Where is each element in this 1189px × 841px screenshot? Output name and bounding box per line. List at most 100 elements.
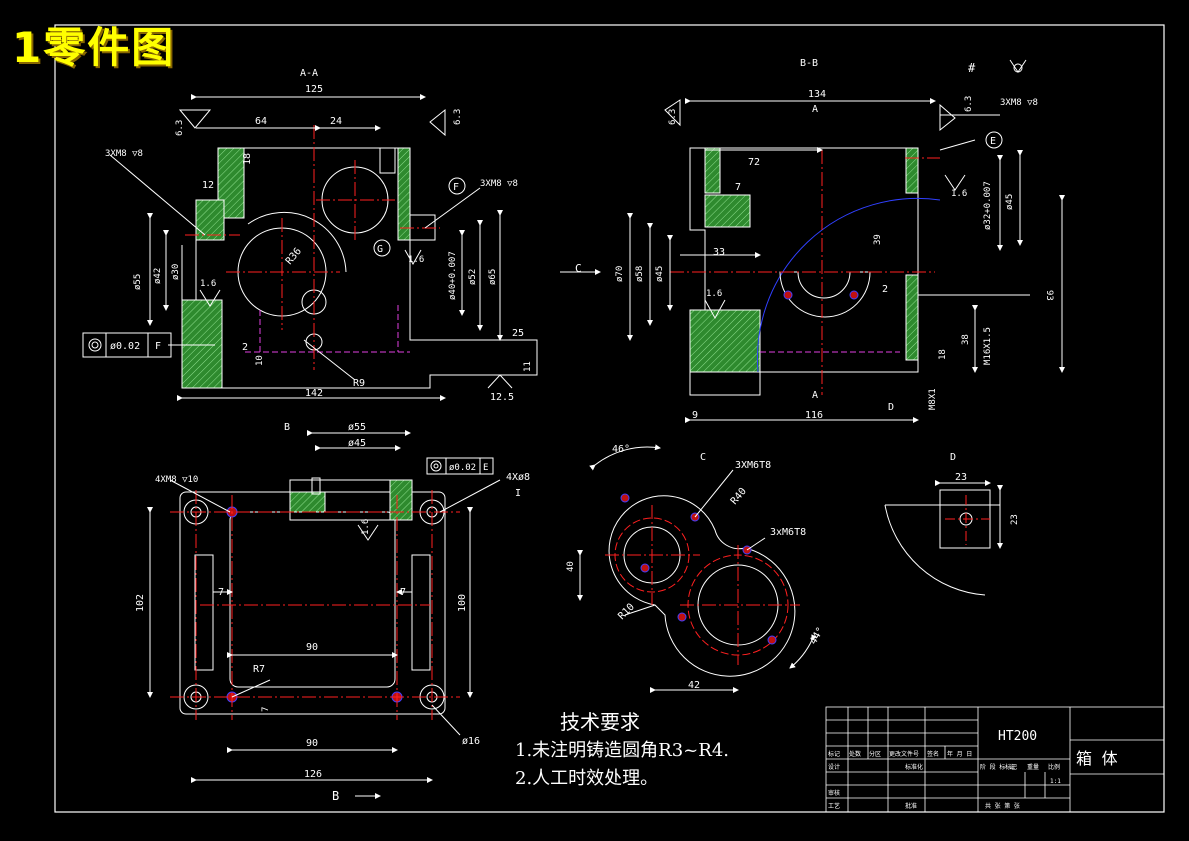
svg-text:重量: 重量 bbox=[1027, 763, 1039, 771]
hatch-bb-top bbox=[704, 147, 721, 194]
hatch-bb-mid bbox=[704, 194, 751, 228]
svg-text:分区: 分区 bbox=[869, 750, 881, 758]
svg-text:134: 134 bbox=[808, 89, 826, 100]
svg-text:116: 116 bbox=[805, 410, 823, 421]
svg-text:标准化: 标准化 bbox=[905, 763, 923, 771]
svg-text:64: 64 bbox=[255, 116, 267, 127]
svg-text:ø55: ø55 bbox=[133, 274, 143, 290]
svg-text:4Xø8: 4Xø8 bbox=[506, 472, 530, 483]
svg-text:ø40+0.007: ø40+0.007 bbox=[448, 251, 458, 300]
svg-text:3XM8 ▽8: 3XM8 ▽8 bbox=[1000, 98, 1038, 108]
svg-text:44°: 44° bbox=[808, 625, 827, 646]
drawing-frame bbox=[54, 24, 1165, 813]
svg-text:年 月 日: 年 月 日 bbox=[947, 750, 972, 758]
title-block: HT200 箱 体 1:1 标记 处数 分区 更改文件号 签名 年 月 日 设计… bbox=[825, 706, 1165, 813]
view-bb-label: B-B bbox=[800, 58, 818, 69]
svg-text:M8X1: M8X1 bbox=[928, 388, 938, 410]
svg-text:126: 126 bbox=[304, 769, 322, 780]
svg-text:F: F bbox=[155, 341, 161, 352]
svg-text:1.6: 1.6 bbox=[408, 255, 424, 265]
svg-text:ø52: ø52 bbox=[468, 269, 478, 285]
svg-text:125: 125 bbox=[305, 84, 323, 95]
svg-text:2: 2 bbox=[242, 342, 248, 353]
svg-text:ø16: ø16 bbox=[462, 736, 480, 747]
svg-text:标记: 标记 bbox=[828, 750, 840, 758]
svg-text:93: 93 bbox=[1044, 290, 1054, 301]
svg-text:90: 90 bbox=[306, 642, 318, 653]
hatch-b-right bbox=[389, 479, 413, 521]
hatch-aa-left-mid bbox=[195, 199, 225, 241]
svg-text:#: # bbox=[968, 61, 976, 75]
svg-text:ø32+0.007: ø32+0.007 bbox=[983, 181, 993, 230]
svg-text:A: A bbox=[812, 390, 818, 401]
svg-text:R10: R10 bbox=[616, 602, 637, 623]
view-aa-label: A-A bbox=[300, 68, 318, 79]
view-d: D 23 23 bbox=[884, 452, 1020, 596]
svg-text:ø0.02: ø0.02 bbox=[449, 463, 476, 473]
hatch-aa-right-top bbox=[397, 147, 411, 241]
svg-text:D: D bbox=[888, 402, 894, 413]
view-d-label: D bbox=[950, 452, 956, 463]
c-threaded-holes bbox=[620, 493, 777, 645]
svg-text:33: 33 bbox=[713, 247, 725, 258]
svg-text:E: E bbox=[990, 136, 996, 147]
svg-text:批准: 批准 bbox=[905, 802, 917, 810]
svg-text:7: 7 bbox=[735, 182, 741, 193]
svg-text:ø70: ø70 bbox=[615, 266, 625, 282]
svg-text:R7: R7 bbox=[253, 664, 265, 675]
svg-text:M16X1.5: M16X1.5 bbox=[983, 327, 993, 365]
svg-text:ø65: ø65 bbox=[488, 269, 498, 285]
svg-text:更改文件号: 更改文件号 bbox=[889, 750, 919, 758]
svg-text:72: 72 bbox=[748, 157, 760, 168]
svg-text:6.3: 6.3 bbox=[175, 120, 185, 136]
svg-text:1.6: 1.6 bbox=[361, 519, 371, 535]
page-title: 1零件图 bbox=[12, 23, 176, 72]
svg-text:11: 11 bbox=[523, 361, 533, 372]
svg-text:38: 38 bbox=[961, 334, 971, 345]
svg-text:1.6: 1.6 bbox=[200, 279, 216, 289]
svg-text:1:1: 1:1 bbox=[1050, 778, 1061, 785]
view-c: C 46° 44° 3XM6 bbox=[566, 444, 827, 693]
svg-text:R40: R40 bbox=[729, 486, 749, 507]
tech-requirements-title: 技术要求 bbox=[560, 710, 640, 734]
section-view-aa: A-A bbox=[82, 68, 538, 403]
svg-text:46°: 46° bbox=[612, 444, 630, 455]
svg-text:25: 25 bbox=[512, 328, 524, 339]
svg-text:24: 24 bbox=[330, 116, 342, 127]
view-b: B bbox=[135, 422, 530, 803]
svg-text:42: 42 bbox=[688, 680, 700, 691]
svg-text:E: E bbox=[483, 463, 488, 473]
svg-text:12: 12 bbox=[202, 180, 214, 191]
svg-text:处数: 处数 bbox=[849, 750, 861, 758]
svg-text:C: C bbox=[575, 262, 582, 275]
svg-text:A: A bbox=[812, 104, 818, 115]
svg-text:ø0.02: ø0.02 bbox=[110, 341, 140, 352]
tech-requirement-2: 2.人工时效处理。 bbox=[515, 768, 659, 789]
svg-text:ø45: ø45 bbox=[348, 438, 366, 449]
svg-text:23: 23 bbox=[955, 472, 967, 483]
svg-text:90: 90 bbox=[306, 738, 318, 749]
svg-text:标记: 标记 bbox=[1005, 763, 1017, 771]
hatch-aa-left-bot bbox=[181, 299, 223, 389]
material-label: HT200 bbox=[998, 729, 1037, 744]
hatch-bb-bot bbox=[689, 309, 761, 373]
svg-text:10: 10 bbox=[255, 355, 265, 366]
svg-text:18: 18 bbox=[938, 349, 948, 360]
svg-text:I: I bbox=[515, 488, 521, 499]
svg-text:1.6: 1.6 bbox=[706, 289, 722, 299]
part-name: 箱 体 bbox=[1076, 749, 1118, 768]
svg-text:4XM8 ▽10: 4XM8 ▽10 bbox=[155, 475, 198, 485]
svg-text:ø30: ø30 bbox=[171, 264, 181, 280]
svg-text:比例: 比例 bbox=[1048, 763, 1060, 771]
svg-text:1.6: 1.6 bbox=[951, 189, 967, 199]
svg-text:3XM8 ▽8: 3XM8 ▽8 bbox=[105, 149, 143, 159]
svg-text:B: B bbox=[332, 789, 339, 803]
svg-text:6.3: 6.3 bbox=[668, 109, 678, 125]
tech-requirement-1: 1.未注明铸造圆角R3~R4. bbox=[515, 740, 729, 761]
svg-text:2: 2 bbox=[882, 284, 888, 295]
svg-text:6.3: 6.3 bbox=[453, 109, 463, 125]
svg-text:R36: R36 bbox=[284, 246, 304, 267]
svg-text:40: 40 bbox=[566, 561, 576, 572]
svg-text:102: 102 bbox=[135, 594, 146, 612]
